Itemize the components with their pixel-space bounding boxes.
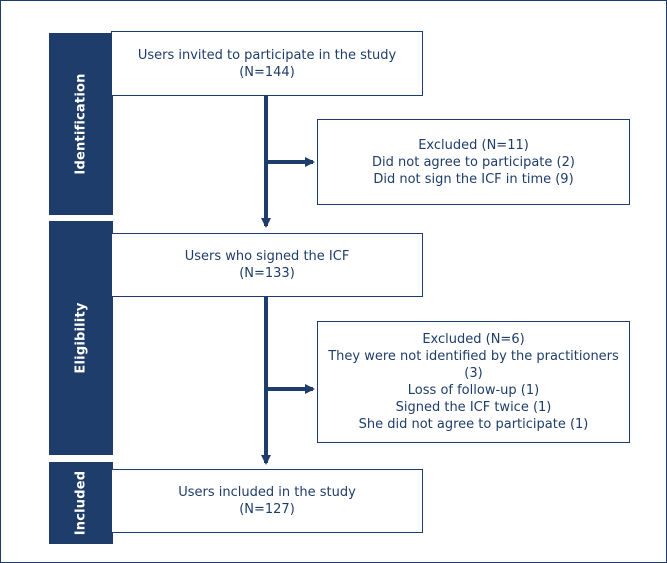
box-excluded-1: Excluded (N=11) Did not agree to partici… [317, 119, 630, 205]
included-label: Users included in the study [178, 485, 356, 500]
box-users-included: Users included in the study (N=127) [111, 469, 423, 533]
box-users-invited: Users invited to participate in the stud… [111, 31, 423, 96]
excluded-1-title: Excluded (N=11) [418, 137, 529, 153]
stage-bar-identification: Identification [49, 33, 113, 215]
invited-label: Users invited to participate in the stud… [137, 47, 397, 63]
excluded-1-reason-2: Did not sign the ICF in time (9) [373, 171, 574, 187]
excluded-2-reason-2: Loss of follow-up (1) [407, 383, 540, 398]
excluded-2-reason-3: Signed the ICF twice (1) [395, 400, 552, 415]
stage-bar-included: Included [49, 462, 113, 544]
excluded-2-reason-4: She did not agree to participate (1) [358, 417, 589, 432]
signed-count: (N=133) [239, 266, 295, 281]
box-users-signed: Users who signed the ICF (N=133) [111, 233, 423, 297]
box-excluded-2: Excluded (N=6) They were not identified … [317, 321, 630, 443]
excluded-2-reason-1: They were not identified by the practiti… [328, 349, 619, 381]
excluded-2-title: Excluded (N=6) [422, 332, 525, 347]
included-count: (N=127) [239, 502, 295, 517]
stage-bar-eligibility: Eligibility [49, 221, 113, 455]
excluded-1-reason-1: Did not agree to participate (2) [372, 154, 575, 170]
invited-count: (N=144) [239, 64, 295, 80]
signed-label: Users who signed the ICF [184, 249, 350, 264]
